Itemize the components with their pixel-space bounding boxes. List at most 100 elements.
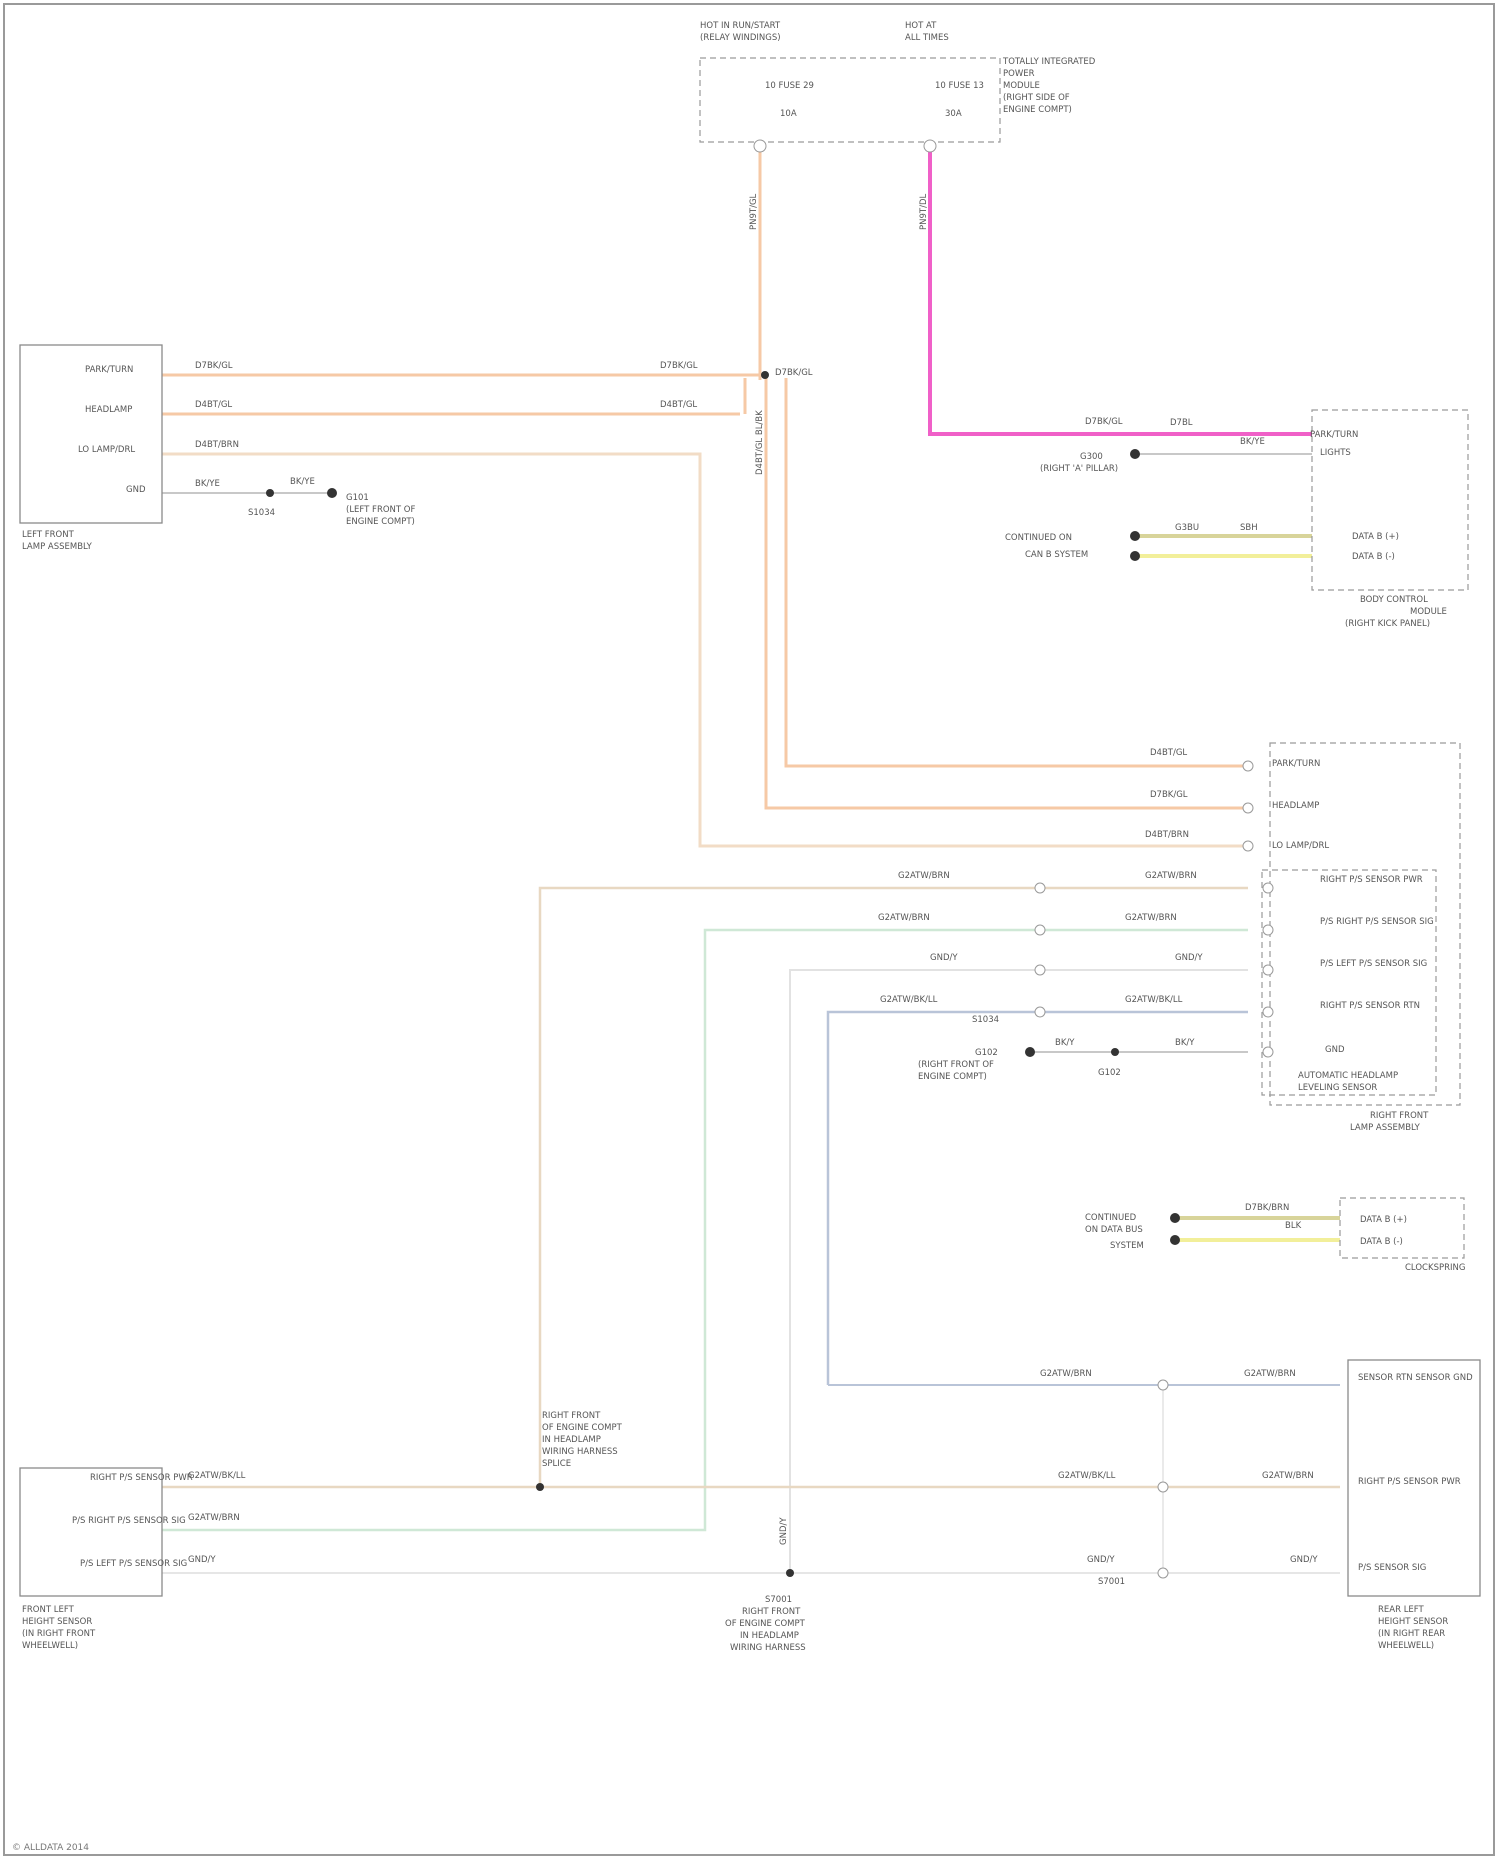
tipm-box [700,58,1000,142]
wire-label-b1: G2ATW/BK/LL [188,1471,246,1481]
wire-label-s8: G2ATW/BK/LL [1125,995,1183,1005]
right-lamp-pin-3: LO LAMP/DRL [1272,841,1329,851]
wire-label-b5: GND/Y [188,1555,216,1565]
splice-left-4: WIRING HARNESS [542,1447,618,1457]
left-lamp-pin-3: LO LAMP/DRL [78,445,135,455]
wire-label-b8: G2ATW/BRN [1244,1369,1296,1379]
left-sensor-label-1: FRONT LEFT [22,1605,75,1615]
wire-label-l1-r: D7BK/GL [660,361,698,371]
wire-label-s9: BK/Y [1055,1038,1075,1048]
right-lamp-pins [1035,761,1273,1578]
clock-data-2: ON DATA BUS [1085,1225,1143,1235]
wire-label-bcm4: SBH [1240,523,1258,533]
right-sensor-pin-1: SENSOR RTN SENSOR GND [1358,1373,1473,1383]
bcm-pin-3: DATA B (+) [1352,532,1399,542]
left-sensor-pin-1: RIGHT P/S SENSOR PWR [90,1473,193,1483]
wire-label-vert-b: GND/Y [779,1517,789,1545]
left-lamp-label-1: LEFT FRONT [22,530,75,540]
left-sensor-box [20,1468,162,1596]
splice-left-1: RIGHT FRONT [542,1411,601,1421]
left-sensor-label-2: HEIGHT SENSOR [22,1617,92,1627]
wire-label-l4: BK/YE [195,479,220,489]
bcm-pin-4: DATA B (-) [1352,552,1395,562]
right-lamp-label-1: RIGHT FRONT [1370,1111,1429,1121]
clock-pin-1: DATA B (+) [1360,1215,1407,1225]
wire-splice-right2 [766,378,1248,808]
splice-label-mid: S1034 [972,1015,999,1025]
clock-data-1: CONTINUED [1085,1213,1137,1223]
ground-dot-right [1025,1047,1035,1057]
left-lamp-pin-4: GND [126,485,146,495]
wire-label-rf2: D7BK/GL [1150,790,1188,800]
tipm-label-3: MODULE [1003,81,1040,91]
wire-left-lodrl [162,454,1248,846]
bcm-label-1: BODY CONTROL [1360,595,1428,605]
sensor-pin-5: GND [1325,1045,1345,1055]
left-ground-3: ENGINE COMPT) [346,517,415,527]
left-sensor-pin-3: P/S LEFT P/S SENSOR SIG [80,1559,187,1569]
wire-label-splice-main: D7BK/GL [775,368,813,378]
wire-label-s2: G2ATW/BRN [1145,871,1197,881]
sensor-pin-4: RIGHT P/S SENSOR RTN [1320,1001,1420,1011]
relay-label-right: HOT AT [905,21,937,31]
tipm-label-4: (RIGHT SIDE OF [1003,93,1070,103]
clockspring-label: CLOCKSPRING [1405,1263,1465,1273]
right-lamp-pin-1: PARK/TURN [1272,759,1320,769]
wire-label-l2-r: D4BT/GL [660,400,697,410]
wire-label-s6: GND/Y [1175,953,1203,963]
splice-left-3: IN HEADLAMP [542,1435,601,1445]
wire-sensor-rtn [828,1012,1248,1385]
tipm-fuse-right-2: 30A [945,109,962,119]
wire-sensor-pwr [540,888,1248,1487]
wire-splice-right1 [786,378,1248,766]
gnd-label-left: G102 [1098,1068,1121,1078]
relay-label-left: HOT IN RUN/START [700,21,781,31]
tipm-label-1: TOTALLY INTEGRATED [1002,57,1096,67]
bcm-ground-1: G300 [1080,452,1103,462]
wire-label-vertical-pair: D4BT/GL BL/BK [755,410,765,475]
wire-label-b9: GND/Y [1290,1555,1318,1565]
tipm-label-2: POWER [1003,69,1035,79]
splice-dot-bcm-gnd [1130,449,1140,459]
right-ground-3: ENGINE COMPT) [918,1072,987,1082]
wire-label-l2: D4BT/GL [195,400,232,410]
wire-label-tipm-left: PN9T/GL [749,193,759,230]
tipm-fuse-right-1: 10 FUSE 13 [935,81,984,91]
splice-dot-cs-plus [1170,1213,1180,1223]
ground-dot-left [327,488,337,498]
wire-label-s4: G2ATW/BRN [1125,913,1177,923]
right-ground-1: G102 [975,1048,998,1058]
splice-dot-left-gnd [266,489,274,497]
left-lamp-label-2: LAMP ASSEMBLY [22,542,93,552]
right-lamp-label-2: LAMP ASSEMBLY [1350,1123,1421,1133]
right-ground-2: (RIGHT FRONT OF [918,1060,994,1070]
splice-dot-bottom [786,1569,794,1577]
wire-label-s3: G2ATW/BRN [878,913,930,923]
bcm-pin-2: LIGHTS [1320,448,1351,458]
left-sensor-pin-2: P/S RIGHT P/S SENSOR SIG [72,1516,186,1526]
relay-label-left-2: (RELAY WINDINGS) [700,33,781,43]
sensor-pin-2: P/S RIGHT P/S SENSOR SIG [1320,917,1434,927]
wire-label-l3: D4BT/BRN [195,440,239,450]
wire-label-s1: G2ATW/BRN [898,871,950,881]
splice-dot-bcm-plus [1130,531,1140,541]
left-sensor-label-3: (IN RIGHT FRONT [22,1629,96,1639]
right-lamp-pin-2: HEADLAMP [1272,801,1319,811]
right-sensor-label-4: WHEELWELL) [1378,1641,1434,1651]
wire-label-cs2: BLK [1285,1221,1302,1231]
copyright-footer: © ALLDATA 2014 [12,1843,89,1853]
splice-dot-bcm-minus [1130,551,1140,561]
wire-label-bcm1b: D7BL [1170,418,1193,428]
clockspring-box [1340,1198,1464,1258]
wire-label-l1: D7BK/GL [195,361,233,371]
splice-bottom-1: S7001 [765,1595,792,1605]
right-sensor-label-2: HEIGHT SENSOR [1378,1617,1448,1627]
bcm-ground-2: (RIGHT 'A' PILLAR) [1040,464,1118,474]
sensor-inner-box [1262,870,1436,1095]
wire-sensor-lsig [790,970,1248,1573]
wire-label-cs1: D7BK/BRN [1245,1203,1289,1213]
wire-label-b3: G2ATW/BRN [1262,1471,1314,1481]
wire-label-s7: G2ATW/BK/LL [880,995,938,1005]
left-ground-2: (LEFT FRONT OF [346,505,415,515]
splice-bottom-5: WIRING HARNESS [730,1643,806,1653]
